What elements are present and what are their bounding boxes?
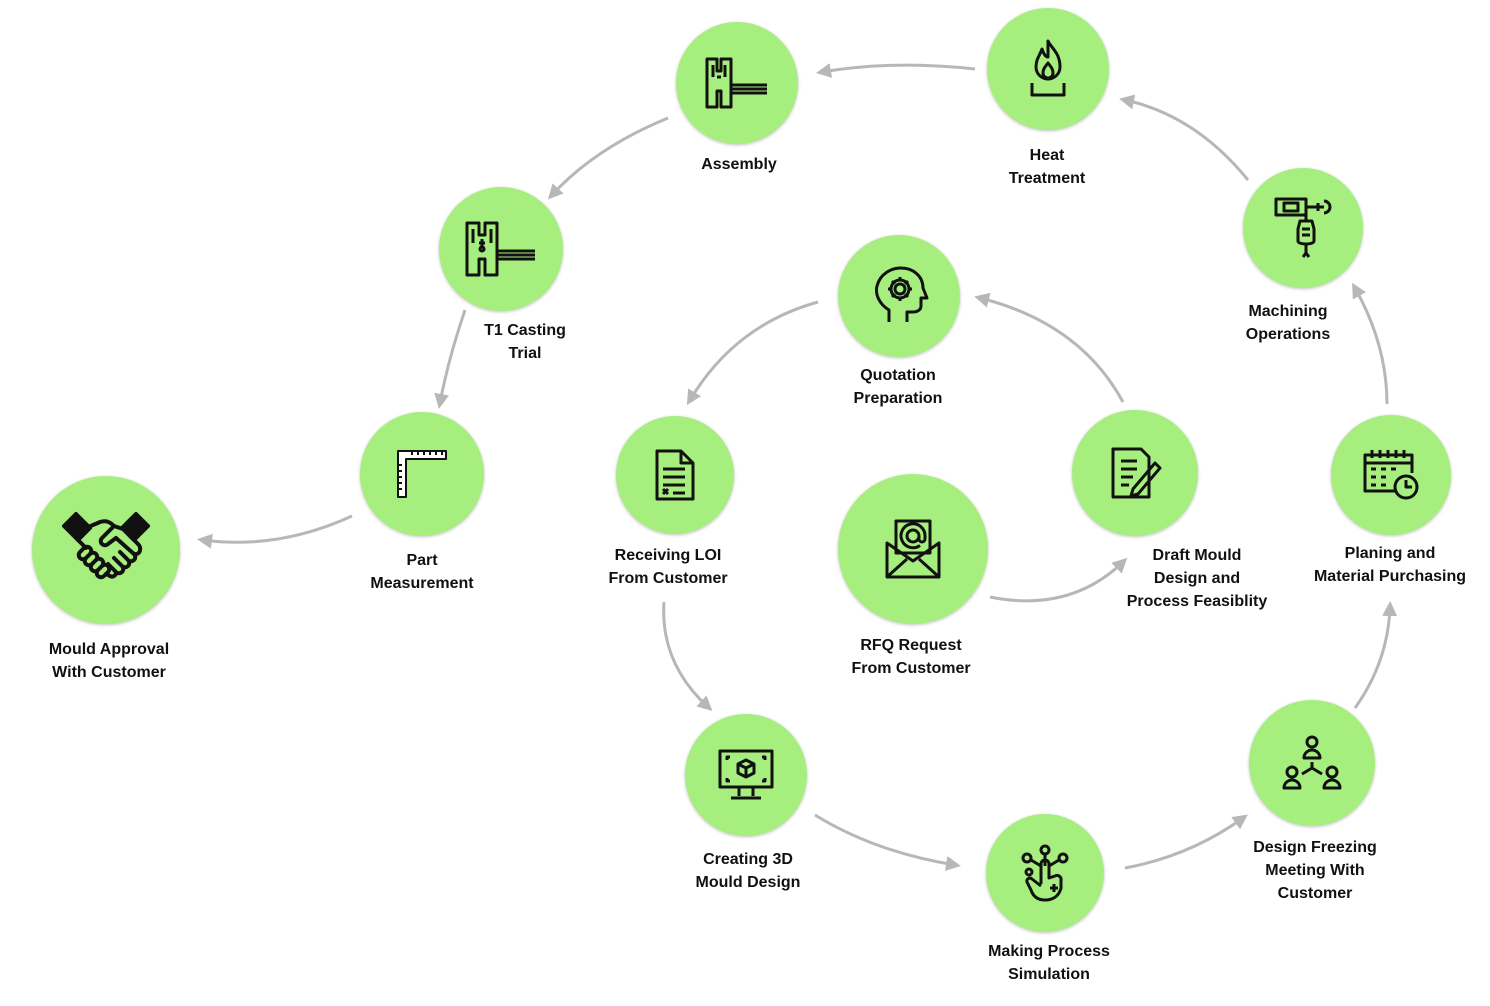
arrow-design3d-to-simulation [814, 813, 961, 871]
heat-label: Heat Treatment [1009, 144, 1085, 190]
approval-node [32, 476, 180, 624]
people-network-icon [1282, 735, 1342, 790]
flame-icon [1030, 39, 1066, 97]
simulation-label-line-2: Simulation [1008, 966, 1090, 983]
heat-label-line-2: Treatment [1008, 170, 1086, 187]
document-edit-icon [1111, 447, 1162, 499]
freezing-label: Design Freezing Meeting With Customer [1253, 836, 1377, 905]
simulation-label: Making Process Simulation [988, 940, 1110, 986]
t1-label-line-1: T1 Casting [484, 322, 566, 339]
quotation-label: Quotation Preparation [854, 364, 943, 410]
t1-label-line-2: Trial [508, 345, 542, 362]
casting-icon [465, 221, 535, 277]
arrow-quotation-to-loi [686, 300, 819, 406]
machining-label-line-2: Operations [1245, 326, 1331, 343]
handshake-icon [62, 512, 150, 580]
loi-label-line-2: From Customer [608, 570, 728, 587]
draft-node [1072, 410, 1198, 536]
simulation-node [986, 814, 1104, 932]
machining-node [1243, 168, 1363, 288]
arrow-machining-to-heat [1119, 94, 1250, 181]
approval-label: Mould Approval With Customer [49, 638, 169, 684]
draft-label-line-2: Design and [1153, 570, 1241, 587]
planning-label-line-1: Planing and [1344, 545, 1436, 562]
measure-label: Part Measurement [370, 549, 473, 595]
t1-label: T1 Casting Trial [484, 319, 566, 365]
measure-node [360, 412, 484, 536]
planning-label-line-2: Material Purchasing [1313, 568, 1467, 585]
hand-nodes-icon [1021, 844, 1069, 902]
t1-node [439, 187, 563, 311]
freezing-label-line-2: Meeting With [1265, 862, 1365, 879]
arrow-assembly-to-t1 [547, 116, 669, 200]
simulation-label-line-1: Making Process [988, 943, 1110, 960]
machining-label: Machining Operations [1246, 300, 1330, 346]
loi-label-line-1: Receiving LOI [614, 547, 722, 564]
freezing-label-line-3: Customer [1277, 885, 1353, 902]
draft-label-line-1: Draft Mould [1152, 547, 1242, 564]
rfq-label-line-1: RFQ Request [860, 637, 962, 654]
approval-label-line-1: Mould Approval [48, 641, 170, 658]
mould-icon [705, 57, 767, 109]
ruler-square-icon [397, 450, 447, 498]
freezing-node [1249, 700, 1375, 826]
document-icon [655, 449, 695, 501]
machining-label-line-1: Machining [1248, 303, 1328, 320]
rfq-node [838, 474, 988, 624]
email-icon [885, 519, 941, 579]
planning-node [1331, 415, 1451, 535]
assembly-node [676, 22, 798, 144]
arrow-measure-to-approval [197, 514, 353, 549]
heat-label-line-1: Heat [1029, 147, 1065, 164]
design3d-label: Creating 3D Mould Design [696, 848, 801, 894]
loi-node [616, 416, 734, 534]
design3d-label-line-2: Mould Design [695, 874, 801, 891]
drill-icon [1274, 197, 1332, 258]
rfq-label-line-2: From Customer [851, 660, 971, 677]
assembly-label-line-1: Assembly [701, 156, 777, 173]
arrow-t1-to-measure [434, 309, 467, 409]
assembly-label: Assembly [701, 153, 777, 176]
quotation-node [838, 235, 960, 357]
draft-label-line-3: Process Feasiblity [1126, 593, 1268, 610]
arrow-planning-to-machining [1352, 282, 1389, 405]
loi-label: Receiving LOI From Customer [608, 544, 727, 590]
design3d-node [685, 714, 807, 836]
planning-label: Planing and Material Purchasing [1314, 542, 1466, 588]
monitor-cube-icon [718, 749, 774, 800]
arrow-heat-to-assembly [816, 63, 976, 78]
approval-label-line-2: With Customer [52, 664, 166, 681]
draft-label: Draft Mould Design and Process Feasiblit… [1127, 544, 1268, 613]
arrow-freezing-to-planning [1353, 601, 1398, 709]
head-gear-icon [875, 266, 929, 322]
arrow-loi-to-design3d [662, 601, 713, 712]
arrow-simulation-to-freezing [1124, 814, 1248, 870]
freezing-label-line-1: Design Freezing [1253, 839, 1377, 856]
calendar-clock-icon [1363, 450, 1419, 500]
measure-label-line-2: Measurement [370, 575, 474, 592]
design3d-label-line-1: Creating 3D [703, 851, 793, 868]
quotation-label-line-1: Quotation [860, 367, 936, 384]
measure-label-line-1: Part [406, 552, 438, 569]
rfq-label: RFQ Request From Customer [851, 634, 970, 680]
arrow-draft-to-quotation [974, 292, 1125, 403]
quotation-label-line-2: Preparation [853, 390, 943, 407]
heat-node [987, 8, 1109, 130]
arrow-rfq-to-draft [989, 557, 1128, 603]
